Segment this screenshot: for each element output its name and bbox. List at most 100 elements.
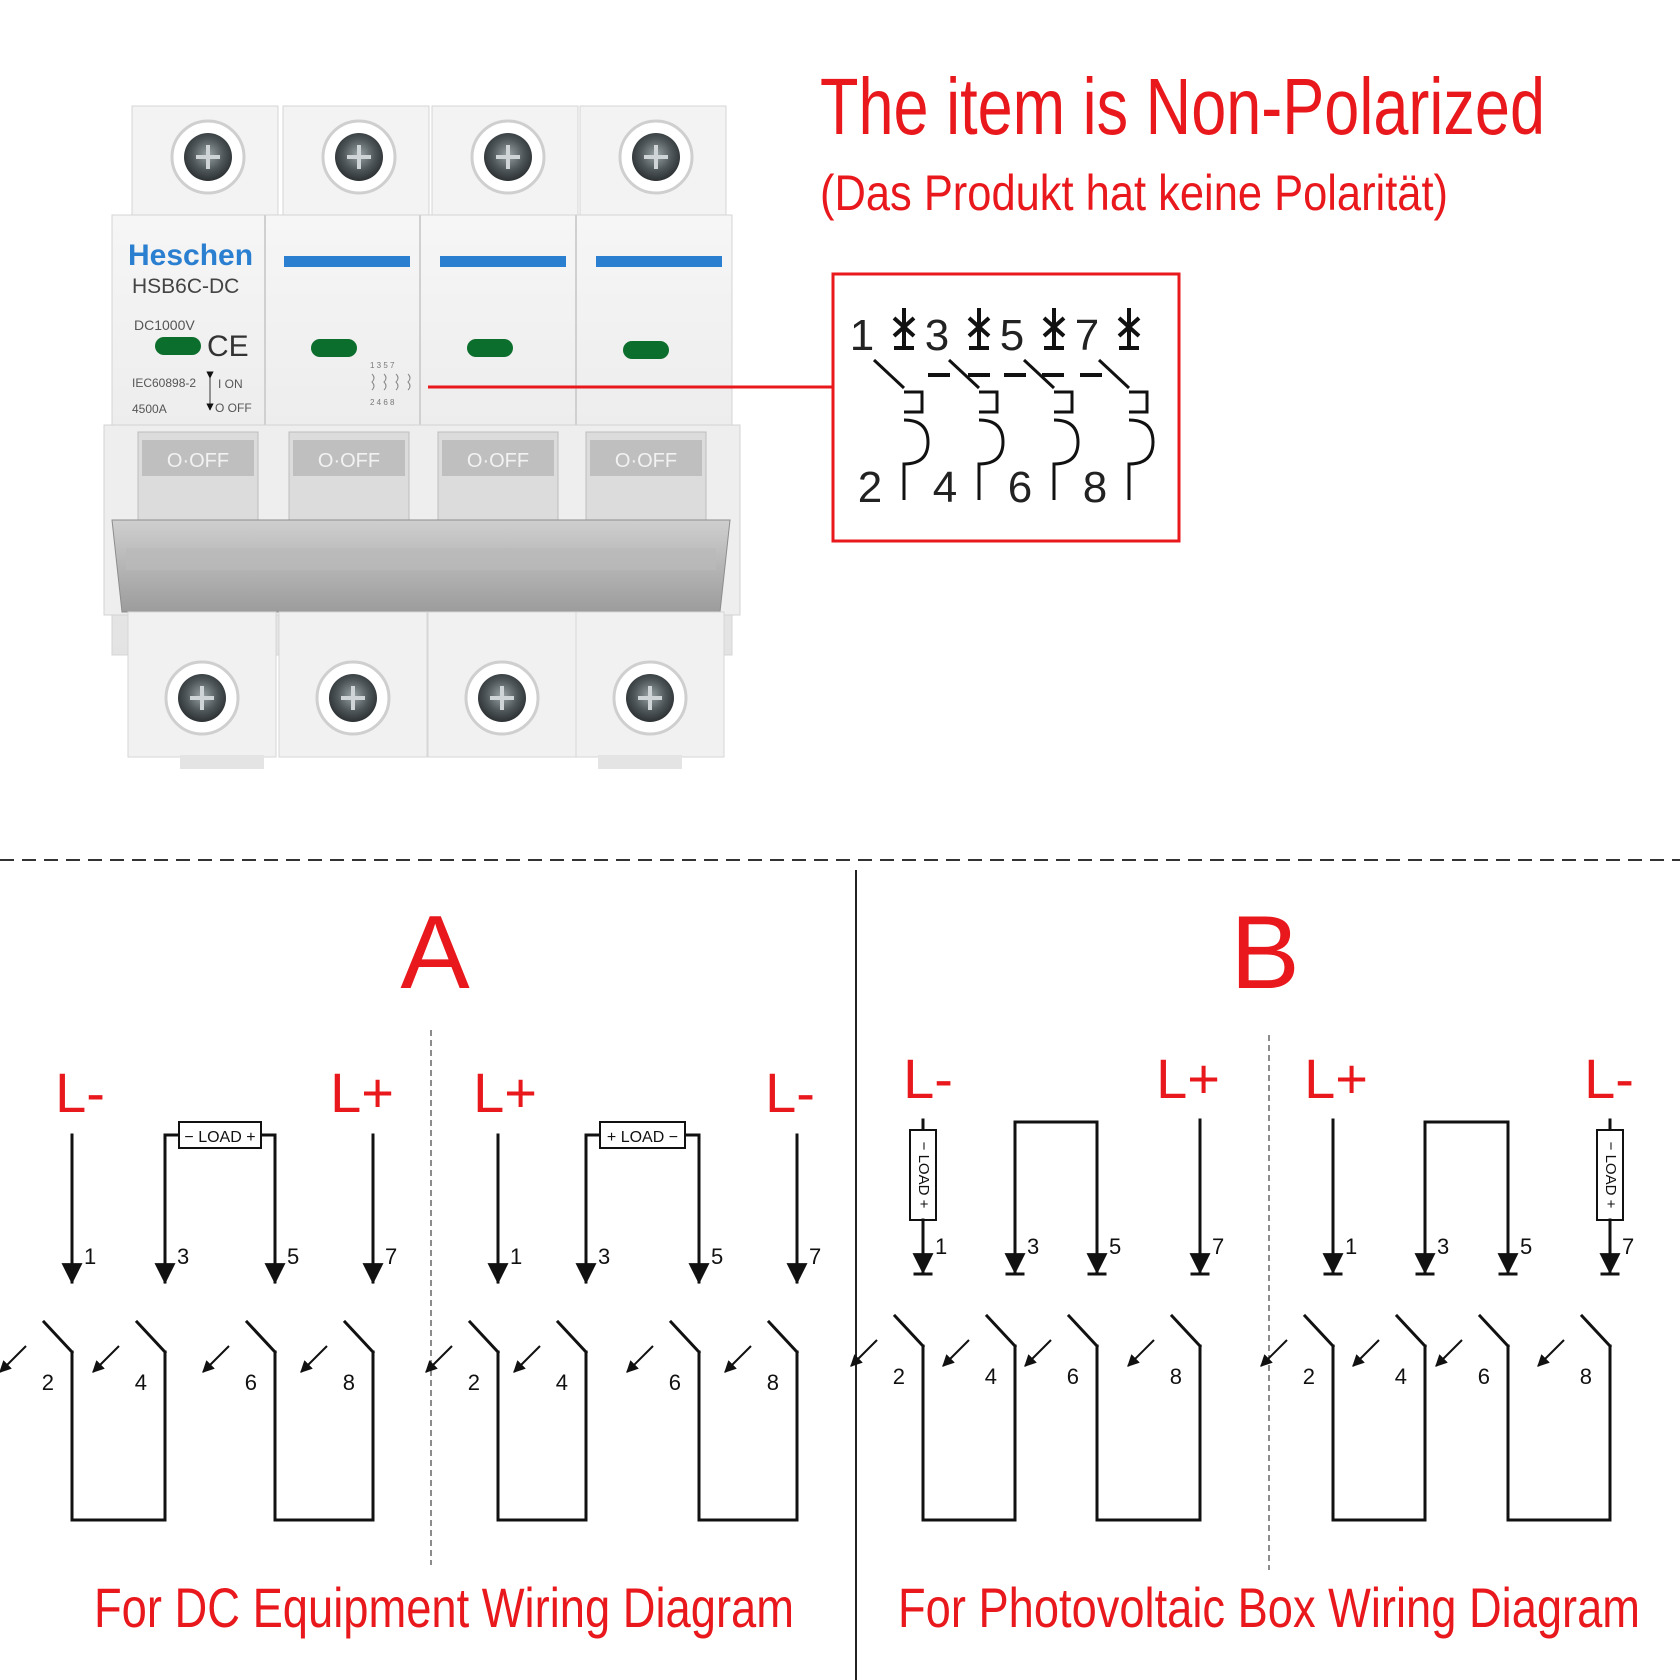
mini-terminal-bottom: 2 4 6 8 bbox=[370, 398, 395, 407]
trip-arrow-icon bbox=[1260, 1339, 1288, 1367]
switch-contact bbox=[41, 1319, 75, 1355]
switch-contact bbox=[244, 1319, 278, 1355]
switch-contact bbox=[555, 1319, 589, 1355]
trip-arrow-icon bbox=[202, 1345, 230, 1373]
model-label: HSB6C-DC bbox=[132, 275, 239, 298]
trip-arrow-icon bbox=[0, 1345, 27, 1373]
section-b-caption: For Photovoltaic Box Wiring Diagram bbox=[898, 1576, 1640, 1639]
status-indicator bbox=[623, 341, 669, 359]
isolator-symbol bbox=[892, 308, 916, 350]
terminal-number-bottom: 2 bbox=[468, 1370, 480, 1395]
terminal-number-bottom: 8 bbox=[1170, 1364, 1182, 1389]
terminal-number-top: 5 bbox=[1000, 311, 1024, 360]
trip-arrow-icon bbox=[626, 1345, 654, 1373]
status-indicator bbox=[467, 339, 513, 357]
screw-slot bbox=[341, 686, 365, 710]
din-clip bbox=[598, 755, 682, 769]
switch-contact bbox=[1022, 358, 1056, 390]
trip-arrow-icon bbox=[300, 1345, 328, 1373]
section-a-caption: For DC Equipment Wiring Diagram bbox=[94, 1576, 794, 1639]
off-label: O OFF bbox=[215, 401, 252, 415]
toggle-off-label: O·OFF bbox=[467, 450, 529, 472]
screw-slot bbox=[644, 145, 668, 169]
trip-arrow-icon bbox=[1435, 1339, 1463, 1367]
terminal-number-bottom: 4 bbox=[135, 1370, 147, 1395]
switch-contact bbox=[892, 1313, 926, 1349]
toggle-face bbox=[293, 440, 405, 476]
pole-stripe bbox=[284, 256, 410, 267]
terminal-number-top: 5 bbox=[287, 1244, 299, 1269]
terminal-number-top: 7 bbox=[385, 1244, 397, 1269]
terminal-number-bottom: 2 bbox=[893, 1364, 905, 1389]
switch-contact bbox=[1302, 1313, 1336, 1349]
terminal-number-top: 7 bbox=[1212, 1234, 1224, 1259]
trip-element bbox=[1127, 390, 1155, 500]
polarity-label-left: L+ bbox=[1304, 1047, 1368, 1110]
terminal-number-bottom: 6 bbox=[245, 1370, 257, 1395]
polarity-label-right: L+ bbox=[330, 1061, 394, 1124]
terminal-number-top: 3 bbox=[1437, 1234, 1449, 1259]
trip-arrow-icon bbox=[1537, 1339, 1565, 1367]
trip-element bbox=[1052, 390, 1080, 500]
switch-contact bbox=[766, 1319, 800, 1355]
toggle-face bbox=[442, 440, 554, 476]
terminal-number-bottom: 2 bbox=[42, 1370, 54, 1395]
trip-element bbox=[902, 390, 930, 500]
terminal-number-top: 1 bbox=[510, 1244, 522, 1269]
mini-terminal-top: 1 3 5 7 bbox=[370, 361, 395, 370]
screw-slot bbox=[490, 686, 514, 710]
terminal-number-bottom: 4 bbox=[1395, 1364, 1407, 1389]
terminal-number-top: 5 bbox=[1109, 1234, 1121, 1259]
voltage-label: DC1000V bbox=[134, 317, 195, 333]
terminal-number-top: 3 bbox=[925, 311, 949, 360]
load-box bbox=[178, 1121, 262, 1149]
switch-contact bbox=[1097, 358, 1131, 390]
terminal-number-top: 1 bbox=[850, 311, 874, 360]
switch-contact bbox=[668, 1319, 702, 1355]
terminal-number-bottom: 6 bbox=[1478, 1364, 1490, 1389]
trip-arrow-icon bbox=[724, 1345, 752, 1373]
terminal-number-top: 1 bbox=[1345, 1234, 1357, 1259]
terminal-number-top: 7 bbox=[809, 1244, 821, 1269]
breaking-capacity-label: 4500A bbox=[132, 402, 167, 416]
terminal-number-bottom: 2 bbox=[1303, 1364, 1315, 1389]
trip-arrow-icon bbox=[850, 1339, 878, 1367]
screw-slot bbox=[638, 686, 662, 710]
terminal-number-bottom: 4 bbox=[933, 463, 957, 512]
isolator-symbol bbox=[1042, 308, 1066, 350]
terminal-number-bottom: 6 bbox=[669, 1370, 681, 1395]
toggle-off-label: O·OFF bbox=[167, 450, 229, 472]
load-label: + LOAD − bbox=[607, 1129, 678, 1146]
polarity-label-left: L- bbox=[903, 1047, 953, 1110]
terminal-number-top: 7 bbox=[1075, 311, 1099, 360]
headline: The item is Non-Polarized bbox=[820, 62, 1545, 151]
load-label: − LOAD + bbox=[1602, 1142, 1619, 1209]
ce-mark: CE bbox=[207, 330, 249, 363]
circuit-breaker-photo: Heschen HSB6C-DC DC1000V CE IEC60898-2 4… bbox=[103, 105, 741, 769]
switch-contact bbox=[872, 358, 906, 390]
trip-arrow-icon bbox=[92, 1345, 120, 1373]
status-indicator bbox=[155, 337, 201, 355]
switch-contact bbox=[1394, 1313, 1428, 1349]
section-a-letter: A bbox=[400, 895, 470, 1011]
polarity-label-right: L- bbox=[765, 1061, 815, 1124]
load-label: − LOAD + bbox=[184, 1129, 255, 1146]
toggle-face bbox=[590, 440, 702, 476]
isolator-symbol bbox=[1117, 308, 1141, 350]
status-indicator bbox=[311, 339, 357, 357]
trip-arrow-icon bbox=[425, 1345, 453, 1373]
polarity-label-left: L+ bbox=[473, 1061, 537, 1124]
section-b-letter: B bbox=[1230, 895, 1299, 1011]
screw-slot bbox=[496, 145, 520, 169]
trip-arrow-icon bbox=[1024, 1339, 1052, 1367]
polarity-label-left: L- bbox=[55, 1061, 105, 1124]
switch-contact bbox=[134, 1319, 168, 1355]
terminal-number-bottom: 8 bbox=[343, 1370, 355, 1395]
brand-logo: Heschen bbox=[128, 239, 253, 272]
